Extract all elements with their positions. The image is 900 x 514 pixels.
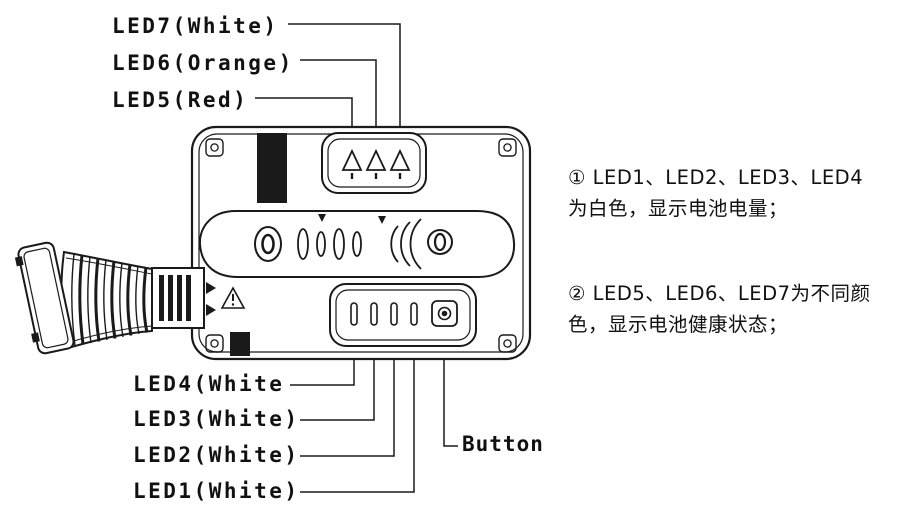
note-battery-level: ① LED1、LED2、LED3、LED4 为白色，显示电池电量； bbox=[568, 162, 898, 224]
label-led6: LED6(Orange) bbox=[112, 51, 294, 75]
connector-block bbox=[151, 267, 246, 329]
leader-lines bbox=[255, 23, 458, 493]
strap-end-cap bbox=[14, 241, 75, 355]
led3-bar bbox=[370, 302, 378, 326]
note-2-line-1: ② LED5、LED6、LED7为不同颜 bbox=[568, 282, 871, 305]
leader-led6 bbox=[300, 59, 377, 152]
label-led7: LED7(White) bbox=[112, 14, 279, 38]
warning-icon bbox=[220, 286, 246, 309]
corner-screw-top-left bbox=[205, 138, 224, 157]
button-depicted bbox=[431, 300, 458, 327]
note-2-line-2: 色，显示电池健康状态； bbox=[568, 313, 789, 336]
led5-triangle bbox=[341, 148, 363, 171]
corner-screw-bottom-right bbox=[498, 334, 517, 353]
bottom-left-block bbox=[230, 332, 250, 356]
label-led3: LED3(White) bbox=[133, 407, 300, 431]
cable-strap bbox=[14, 241, 153, 355]
leader-led1 bbox=[300, 330, 415, 493]
corner-screw-top-right bbox=[498, 138, 517, 157]
corner-screw-bottom-left bbox=[205, 334, 224, 353]
led4-bar bbox=[350, 302, 358, 326]
note-1-line-2: 为白色，显示电池电量； bbox=[568, 197, 789, 220]
dark-stripe bbox=[257, 133, 287, 203]
device-body bbox=[190, 125, 532, 361]
note-1-line-1: ① LED1、LED2、LED3、LED4 bbox=[568, 166, 864, 189]
led6-triangle bbox=[365, 148, 387, 171]
leader-led7 bbox=[288, 23, 401, 152]
leader-button bbox=[443, 330, 458, 447]
grip-band bbox=[198, 210, 516, 278]
led7-triangle bbox=[389, 148, 411, 171]
note-battery-health: ② LED5、LED6、LED7为不同颜 色，显示电池健康状态； bbox=[568, 278, 898, 340]
label-button: Button bbox=[462, 432, 544, 456]
corner-screws bbox=[205, 138, 517, 353]
label-led4: LED4(White bbox=[133, 372, 285, 396]
top-led-window bbox=[321, 132, 427, 194]
bottom-led-window bbox=[329, 283, 477, 347]
led2-bar bbox=[390, 302, 398, 326]
label-led2: LED2(White) bbox=[133, 443, 300, 467]
label-led1: LED1(White) bbox=[133, 479, 300, 503]
leader-led2 bbox=[300, 330, 395, 457]
label-led5: LED5(Red) bbox=[112, 88, 249, 112]
led1-bar bbox=[410, 302, 418, 326]
